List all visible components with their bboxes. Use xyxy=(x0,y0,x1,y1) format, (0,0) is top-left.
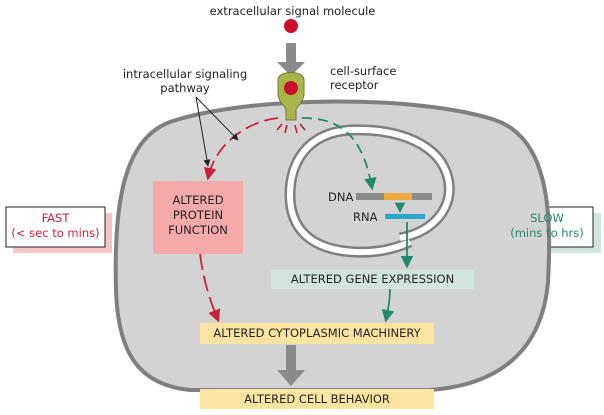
pathway-pointer-lines xyxy=(195,96,239,167)
cell-surface-receptor xyxy=(277,72,305,121)
fast-label: FAST (< sec to mins) xyxy=(6,211,105,241)
gene-expression-box xyxy=(271,270,474,289)
signal-arrow-head xyxy=(277,62,305,76)
cell-behavior-box xyxy=(200,389,434,409)
slow-label-line2: (mins to hrs) xyxy=(510,225,584,240)
rna-strand xyxy=(385,214,425,219)
dna-label: DNA xyxy=(328,190,354,204)
fast-label-line1: FAST xyxy=(41,211,70,225)
behavior-arrow-head xyxy=(277,370,305,386)
bound-signal-molecule xyxy=(284,81,298,95)
behavior-arrow-shaft xyxy=(286,345,296,371)
pathway-label: intracellular signaling pathway xyxy=(112,67,258,96)
protein-function-box xyxy=(153,181,243,254)
pathway-label-line1: intracellular signaling xyxy=(122,67,248,81)
signal-molecule-label: extracellular signal molecule xyxy=(209,4,376,18)
dna-gene xyxy=(384,193,412,200)
activation-burst xyxy=(276,123,306,134)
fast-label-line2: (< sec to mins) xyxy=(11,225,100,240)
signal-molecule xyxy=(284,19,298,33)
cytoplasmic-machinery-label: ALTERED CYTOPLASMIC MACHINERY xyxy=(213,326,421,340)
gene-expression-label: ALTERED GENE EXPRESSION xyxy=(290,272,455,286)
fast-protein-to-cyto-arrow xyxy=(199,253,221,323)
slow-gene-to-cyto-arrow xyxy=(381,288,395,323)
cell-behavior-label: ALTERED CELL BEHAVIOR xyxy=(244,392,390,406)
receptor-label: cell-surface receptor xyxy=(330,64,396,93)
nucleus-envelope-inner xyxy=(286,126,453,256)
protein-function-label: ALTERED PROTEIN FUNCTION xyxy=(153,193,243,238)
cytoplasmic-machinery-box xyxy=(200,323,434,344)
slow-label: SLOW (mins to hrs) xyxy=(501,211,593,241)
slow-label-line1: SLOW xyxy=(530,211,564,225)
protein-label-line1: ALTERED xyxy=(172,193,224,207)
protein-label-line2: PROTEIN xyxy=(172,207,224,222)
receptor-label-line1: cell-surface xyxy=(330,64,397,78)
fast-label-box xyxy=(5,206,106,248)
signal-arrow-shaft xyxy=(286,43,296,63)
rna-label: RNA xyxy=(353,210,378,224)
receptor-label-line2: receptor xyxy=(330,78,379,93)
pathway-label-line2: pathway xyxy=(160,81,210,96)
protein-label-line3: FUNCTION xyxy=(168,222,228,237)
